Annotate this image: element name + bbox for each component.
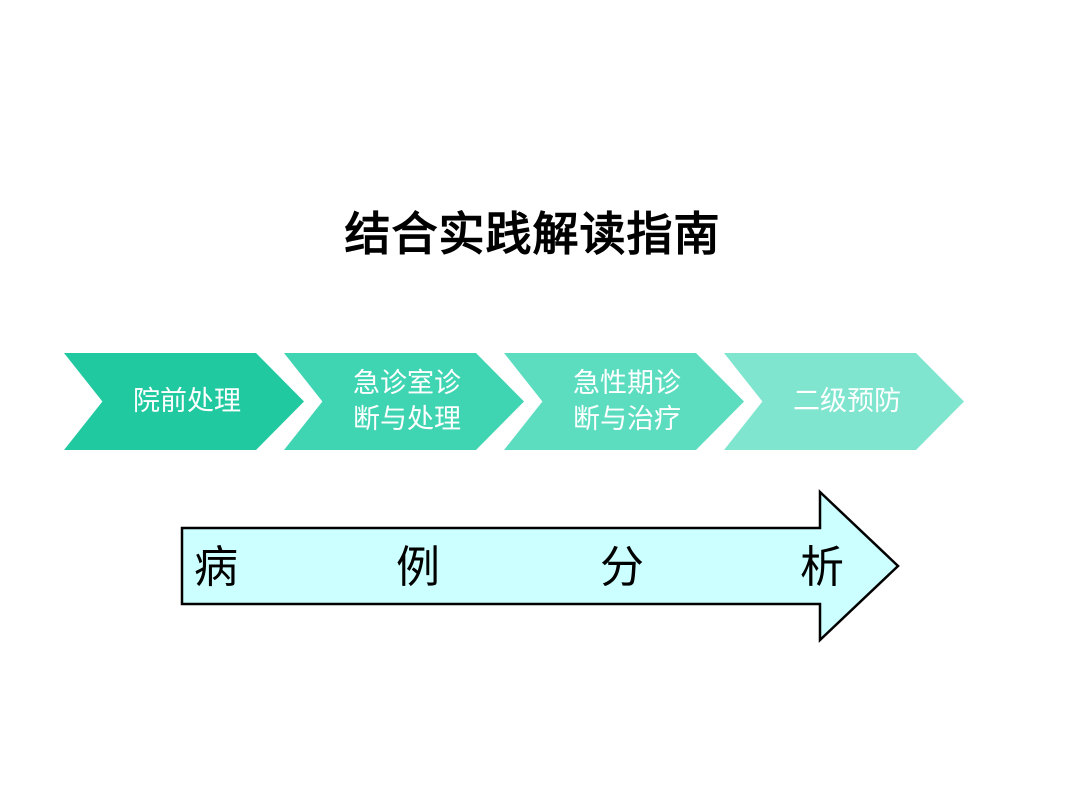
case-analysis-arrow-shape: [180, 489, 900, 643]
case-char-3: 分: [600, 542, 644, 593]
case-char-4: 析: [800, 542, 844, 593]
step-label-1: 院前处理: [133, 385, 241, 417]
step-label-2: 急诊室诊 断与处理: [353, 367, 461, 435]
case-char-2: 例: [396, 542, 440, 593]
step-chevron-4: 二级预防: [724, 353, 964, 450]
step-label-3: 急性期诊 断与治疗: [573, 367, 681, 435]
step-chevron-2: 急诊室诊 断与处理: [284, 353, 524, 450]
case-char-1: 病: [194, 542, 238, 593]
step-chevron-3: 急性期诊 断与治疗: [504, 353, 744, 450]
step-label-4: 二级预防: [793, 385, 901, 417]
step-chevron-1: 院前处理: [64, 353, 304, 450]
slide-title: 结合实践解读指南: [344, 207, 721, 261]
